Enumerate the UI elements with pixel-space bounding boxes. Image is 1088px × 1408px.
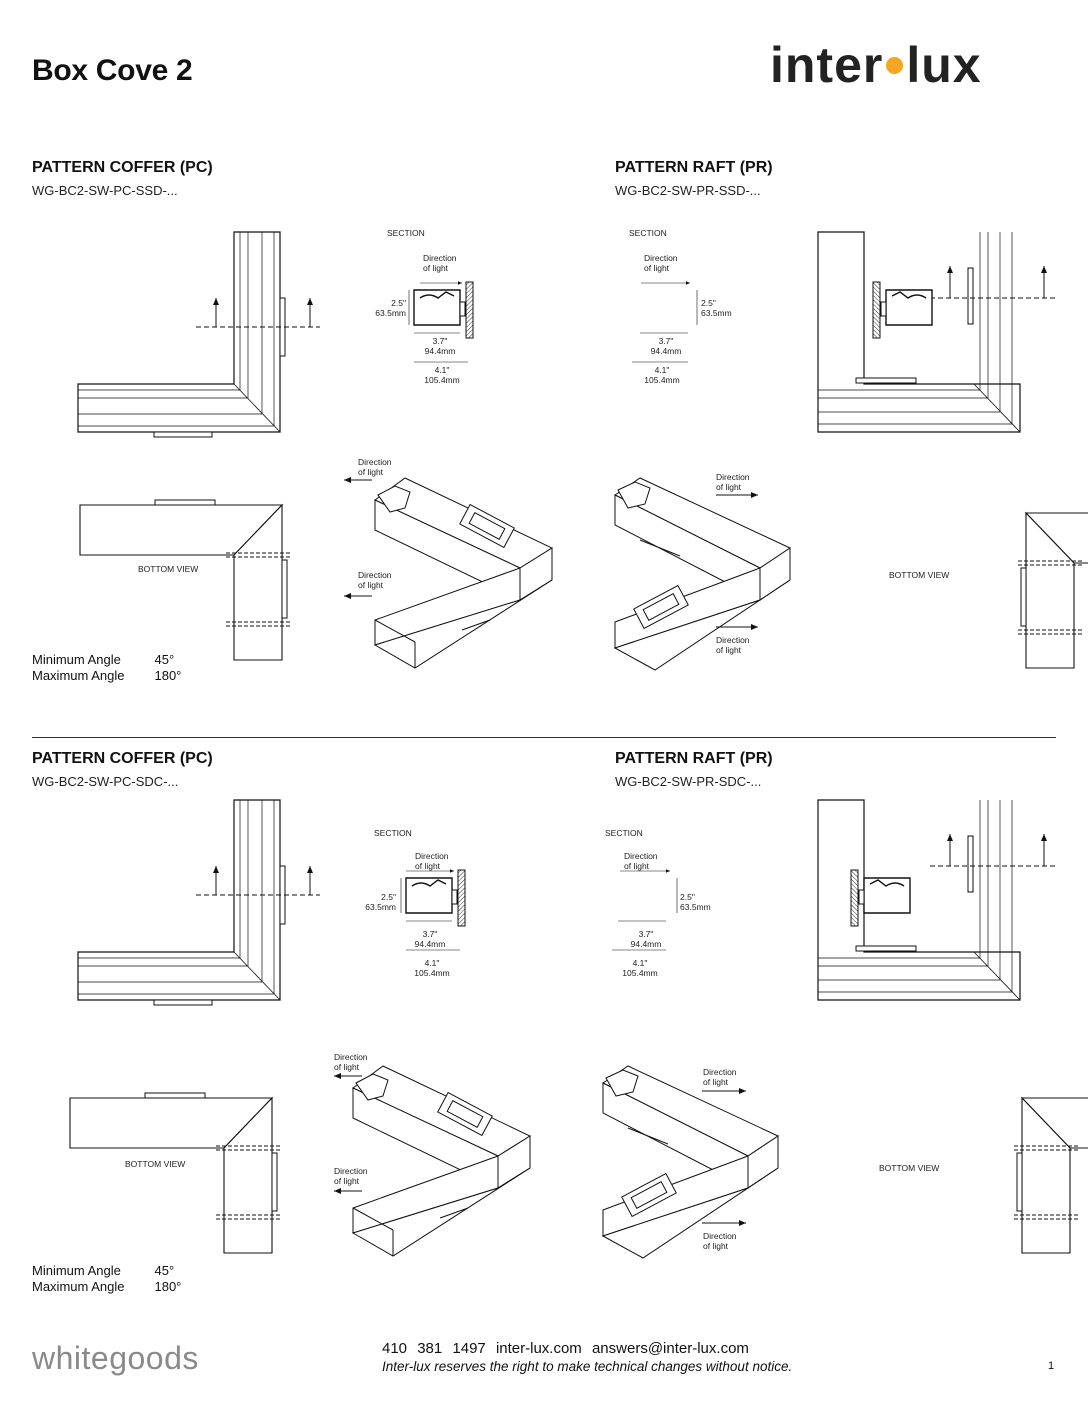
iso-view-pc-sdc <box>352 1065 531 1257</box>
whitegoods-logo: whitegoods <box>32 1340 199 1376</box>
overall-dim: 4.1"105.4mm <box>424 365 460 385</box>
section-code-pr-sdc: WG-BC2-SW-PR-SDC-... <box>615 774 762 789</box>
width-dim: 3.7"94.4mm <box>424 336 456 356</box>
section-code-pc-ssd: WG-BC2-SW-PC-SSD-... <box>32 183 178 198</box>
max-angle-label: Maximum Angle <box>32 1279 125 1294</box>
section-heading-pr-sdc: PATTERN RAFT (PR) <box>615 750 773 767</box>
section-profile-pr-ssd <box>872 281 933 339</box>
min-angle-label: Minimum Angle <box>32 1263 121 1278</box>
overall-dim: 4.1"105.4mm <box>622 958 658 978</box>
section-label: SECTION <box>605 828 643 838</box>
bottom-view-pc-sdc <box>69 1092 283 1254</box>
min-angle-label: Minimum Angle <box>32 652 121 667</box>
page-number: 1 <box>1048 1360 1055 1372</box>
max-angle-value: 180° <box>154 668 182 683</box>
section-heading-pc-ssd: PATTERN COFFER (PC) <box>32 159 213 176</box>
disclaimer: Inter-lux reserves the right to make tec… <box>382 1359 793 1374</box>
logo-text-right: lux <box>906 37 982 93</box>
bottom-view-label: BOTTOM VIEW <box>889 570 950 580</box>
bottom-view-pr-sdc <box>1011 1092 1088 1254</box>
interlux-logo: inter lux <box>770 36 982 94</box>
bottom-view-pr-ssd <box>1015 507 1088 669</box>
section-profile-pc-sdc <box>405 869 466 927</box>
max-angle-value: 180° <box>154 1279 182 1294</box>
section-divider <box>32 737 1056 738</box>
bottom-view-label: BOTTOM VIEW <box>879 1163 940 1173</box>
section-heading-pr-ssd: PATTERN RAFT (PR) <box>615 159 773 176</box>
max-angle-label: Maximum Angle <box>32 668 125 683</box>
iso-view-pr-sdc <box>602 1065 779 1259</box>
width-dim: 3.7"94.4mm <box>650 336 682 356</box>
min-angle-value: 45° <box>154 1263 175 1278</box>
angle-table-top: Minimum Angle 45° Maximum Angle 180° <box>32 652 181 684</box>
section-label: SECTION <box>374 828 412 838</box>
height-dim: 2.5"63.5mm <box>680 892 711 912</box>
width-dim: 3.7"94.4mm <box>630 929 662 949</box>
width-dim: 3.7"94.4mm <box>414 929 446 949</box>
bottom-view-pc-ssd <box>79 499 293 661</box>
logo-text-left: inter <box>770 37 884 93</box>
angle-table-bottom: Minimum Angle 45° Maximum Angle 180° <box>32 1263 181 1295</box>
height-dim: 2.5"63.5mm <box>365 892 396 912</box>
height-dim: 2.5"63.5mm <box>701 298 732 318</box>
phone-number: 410 381 1497 <box>382 1340 486 1357</box>
min-angle-value: 45° <box>154 652 175 667</box>
overall-dim: 4.1"105.4mm <box>414 958 450 978</box>
section-code-pr-ssd: WG-BC2-SW-PR-SSD-... <box>615 183 761 198</box>
plan-view-pc-ssd <box>78 232 320 437</box>
plan-view-pc-sdc <box>78 800 320 1005</box>
height-dim: 2.5"63.5mm <box>375 298 406 318</box>
website-link[interactable]: inter-lux.com <box>495 1340 582 1357</box>
iso-view-pr-ssd <box>614 477 791 671</box>
section-code-pc-sdc: WG-BC2-SW-PC-SDC-... <box>32 774 179 789</box>
section-label: SECTION <box>387 228 425 238</box>
section-label: SECTION <box>629 228 667 238</box>
page-title: Box Cove 2 <box>32 54 193 87</box>
bottom-view-label: BOTTOM VIEW <box>138 564 199 574</box>
email-link[interactable]: answers@inter-lux.com <box>591 1340 749 1357</box>
iso-view-pc-ssd <box>374 477 553 669</box>
section-heading-pc-sdc: PATTERN COFFER (PC) <box>32 750 213 767</box>
section-profile-pc-ssd <box>413 281 474 339</box>
overall-dim: 4.1"105.4mm <box>644 365 680 385</box>
plan-view-pr-ssd <box>818 232 1056 432</box>
footer-contact: 410 381 1497 inter-lux.com answers@inter… <box>382 1340 749 1357</box>
bottom-view-label: BOTTOM VIEW <box>125 1159 186 1169</box>
logo-dot-icon <box>886 57 904 75</box>
